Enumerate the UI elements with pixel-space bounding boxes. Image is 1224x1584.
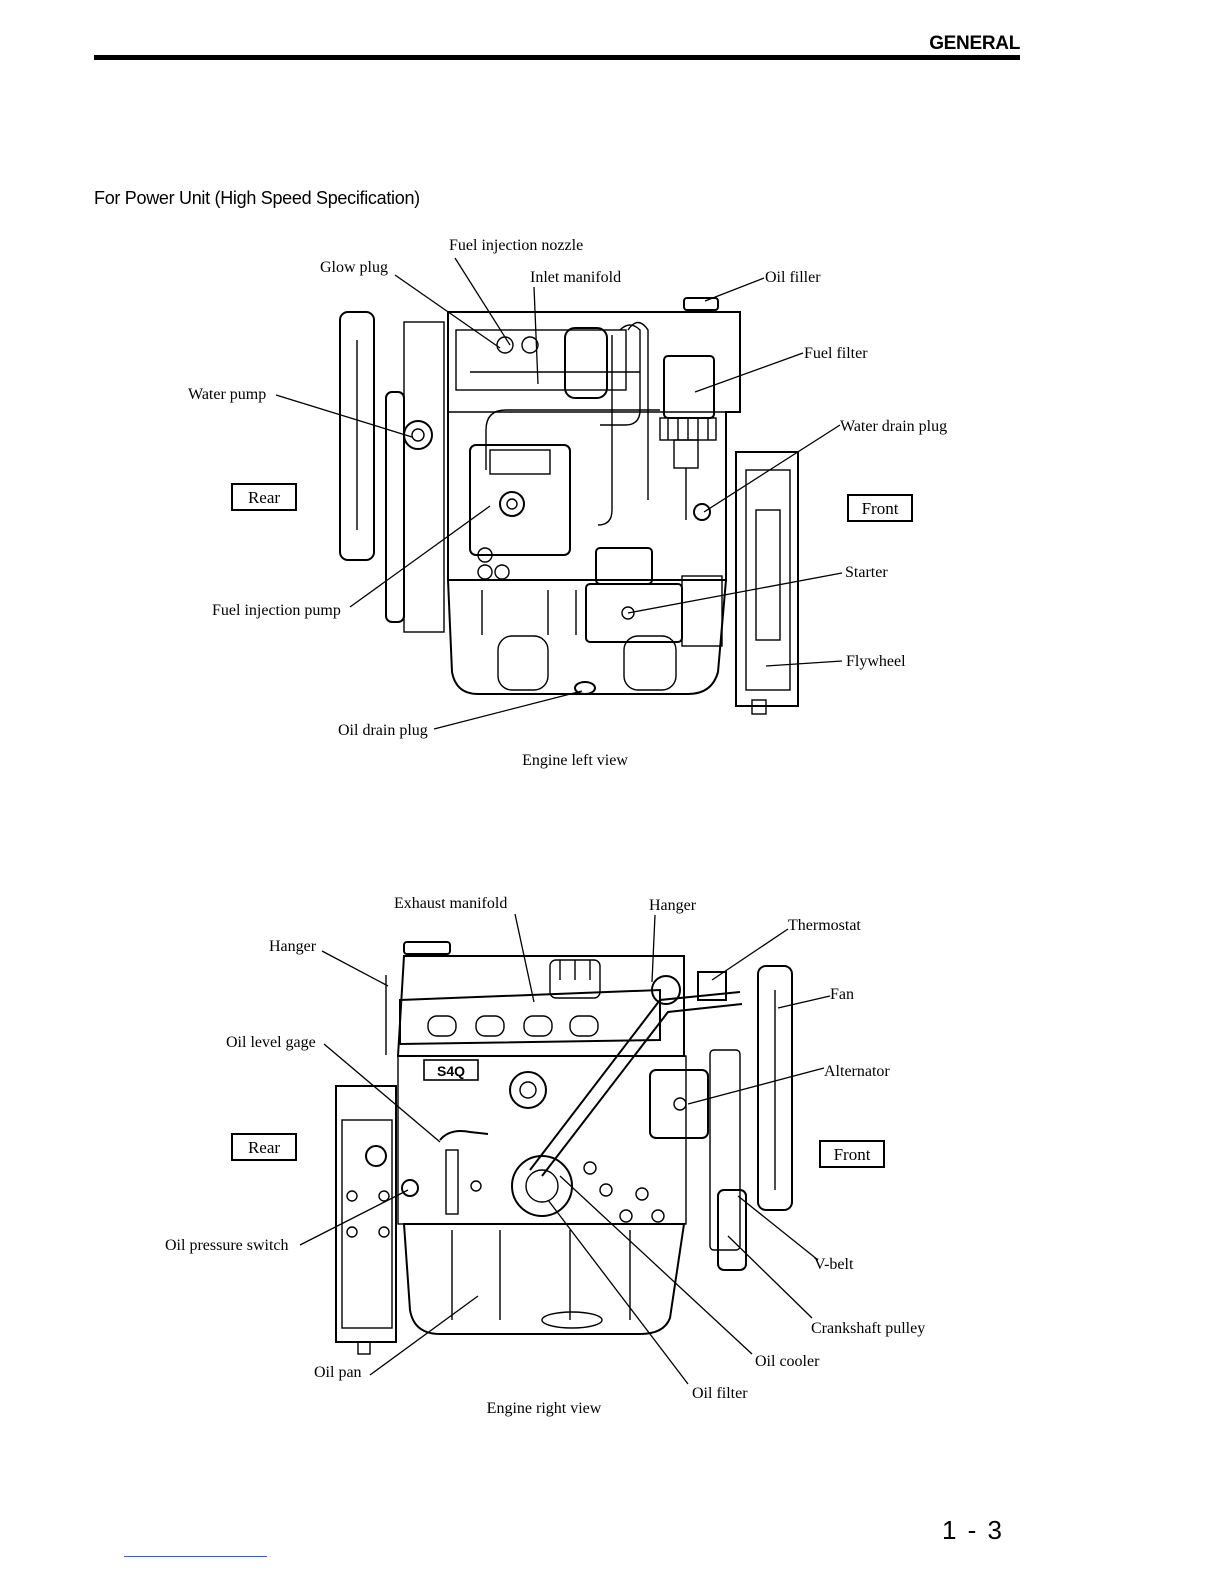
link-underline bbox=[124, 1556, 267, 1557]
label-alternator: Alternator bbox=[824, 1063, 890, 1080]
label-water-drain-plug: Water drain plug bbox=[840, 418, 947, 435]
label-crankshaft-pulley: Crankshaft pulley bbox=[811, 1320, 925, 1337]
label-oil-level-gage: Oil level gage bbox=[226, 1034, 316, 1051]
section-title: For Power Unit (High Speed Specification… bbox=[94, 188, 420, 208]
front-box-right: Front bbox=[819, 1140, 885, 1168]
engine-left-drawing bbox=[339, 297, 799, 715]
label-water-pump: Water pump bbox=[188, 386, 266, 403]
label-fuel-injection-nozzle: Fuel injection nozzle bbox=[449, 237, 583, 254]
leader-lines-right bbox=[299, 913, 831, 1385]
caption-engine-right-view: Engine right view bbox=[487, 1400, 602, 1417]
label-glow-plug: Glow plug bbox=[320, 259, 388, 276]
section-header: GENERAL bbox=[929, 33, 1020, 54]
label-oil-cooler: Oil cooler bbox=[755, 1353, 820, 1370]
label-hanger-top: Hanger bbox=[649, 897, 697, 914]
label-flywheel: Flywheel bbox=[846, 653, 906, 670]
engine-model-plate: S4Q bbox=[437, 1063, 465, 1079]
header-rule bbox=[94, 55, 1020, 60]
label-thermostat: Thermostat bbox=[788, 917, 861, 934]
rear-label: Rear bbox=[248, 488, 280, 507]
labels-left: Fuel injection nozzle Glow plug Inlet ma… bbox=[188, 237, 947, 739]
label-v-belt: V-belt bbox=[814, 1256, 854, 1273]
label-oil-pan: Oil pan bbox=[314, 1364, 362, 1381]
labels-right: Exhaust manifold Hanger Thermostat Hange… bbox=[165, 895, 925, 1402]
label-exhaust-manifold: Exhaust manifold bbox=[394, 895, 507, 912]
front-label: Front bbox=[834, 1145, 871, 1164]
label-fuel-filter: Fuel filter bbox=[804, 345, 868, 362]
rear-label: Rear bbox=[248, 1138, 280, 1157]
page-number: 1 - 3 bbox=[941, 1515, 1004, 1545]
leader-lines-left bbox=[275, 257, 843, 730]
label-oil-pressure-switch: Oil pressure switch bbox=[165, 1237, 289, 1254]
caption-engine-left-view: Engine left view bbox=[522, 752, 628, 769]
label-oil-filler: Oil filler bbox=[765, 269, 821, 286]
label-oil-drain-plug: Oil drain plug bbox=[338, 722, 428, 739]
front-box-left: Front bbox=[847, 494, 913, 522]
label-fan: Fan bbox=[830, 986, 854, 1003]
label-hanger-left: Hanger bbox=[269, 938, 317, 955]
label-starter: Starter bbox=[845, 564, 888, 581]
front-label: Front bbox=[862, 499, 899, 518]
rear-box-left: Rear bbox=[231, 483, 297, 511]
engine-right-drawing: S4Q bbox=[335, 941, 793, 1355]
rear-box-right: Rear bbox=[231, 1133, 297, 1161]
label-inlet-manifold: Inlet manifold bbox=[530, 269, 621, 286]
label-fuel-injection-pump: Fuel injection pump bbox=[212, 602, 341, 619]
label-oil-filter: Oil filter bbox=[692, 1385, 748, 1402]
